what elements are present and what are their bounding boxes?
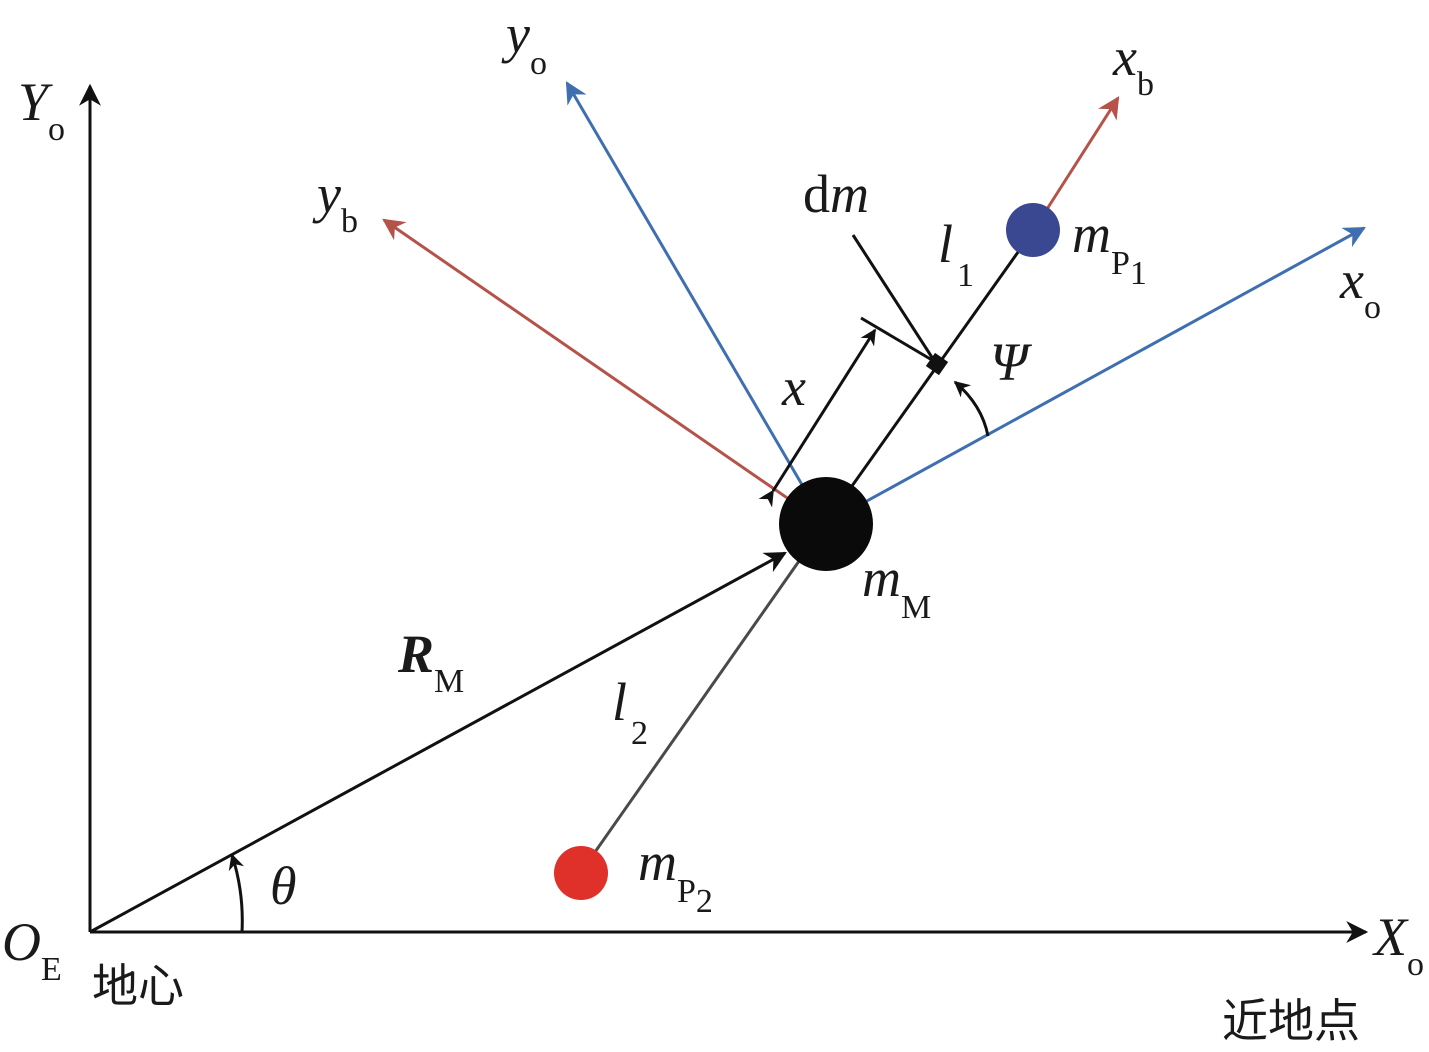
xo-label: xo — [1339, 250, 1381, 326]
l1-label: l1 — [938, 214, 974, 294]
dm-leader — [851, 234, 937, 363]
position-vector-R — [89, 551, 787, 934]
mM-label: mM — [862, 548, 931, 626]
main-satellite-mass — [779, 477, 873, 571]
xb-label: xb — [1112, 27, 1154, 103]
yo-axis — [565, 81, 827, 525]
tether-lower — [579, 523, 827, 873]
R-vector-label: RM — [397, 624, 464, 700]
yb-label: yb — [312, 164, 358, 240]
perigee-label: 近地点 — [1222, 994, 1360, 1048]
earth-center-label: 地心 — [92, 959, 184, 1013]
subsatellite-P2 — [554, 846, 608, 900]
Y-axis-label: Yo — [18, 72, 65, 148]
yb-axis — [382, 218, 826, 526]
dm-label: dm — [803, 164, 869, 224]
origin-label: OE — [2, 912, 62, 988]
theta-angle-arc — [228, 853, 245, 933]
x-dimension-line — [758, 328, 877, 508]
l2-label: l2 — [612, 672, 648, 752]
theta-label: θ — [270, 856, 297, 916]
X-axis-label: Xo — [1372, 907, 1424, 983]
subsatellite-P1 — [1006, 203, 1060, 257]
psi-label: Ψ — [990, 332, 1033, 392]
mP2-label: mP2 — [638, 832, 713, 920]
dm-element — [925, 352, 949, 376]
mP1-label: mP1 — [1072, 204, 1147, 292]
psi-angle-arc — [953, 380, 990, 437]
x-distance-label: x — [781, 357, 806, 417]
yo-label: yo — [501, 4, 547, 82]
x-dimension-tick — [860, 316, 933, 362]
xo-axis — [824, 226, 1366, 526]
